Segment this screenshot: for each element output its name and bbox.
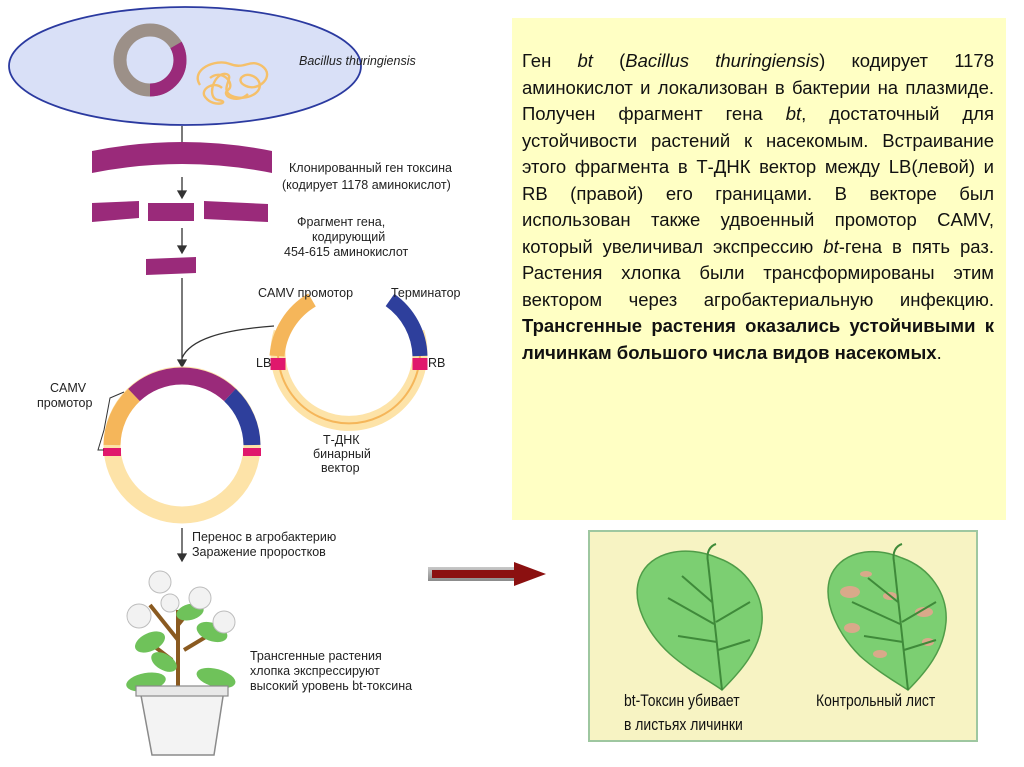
vector-backbone bbox=[270, 329, 428, 431]
plasmid-bt-insert bbox=[128, 367, 236, 402]
tdna-label-1: Т-ДНК bbox=[323, 433, 360, 447]
bt-leaf-label-2: в листьях личинки bbox=[624, 715, 743, 734]
control-leaf-label: Контрольный лист bbox=[816, 691, 936, 710]
terminator-label: Терминатор bbox=[391, 286, 461, 300]
tdna-label-2: бинарный bbox=[313, 447, 371, 461]
selected-fragment bbox=[146, 257, 196, 275]
chromosome bbox=[196, 61, 269, 105]
flower-pot bbox=[139, 689, 225, 756]
fragment-label-1: Фрагмент гена, bbox=[297, 215, 385, 229]
tdna-label-3: вектор bbox=[321, 461, 360, 475]
text-part: . bbox=[936, 341, 942, 363]
cotton-plant bbox=[126, 570, 236, 756]
control-leaf bbox=[827, 543, 947, 691]
bt-leaf-label-1: bt-Токсин убивает bbox=[624, 691, 740, 710]
transgenic-label-2: хлопка экспрессируют bbox=[250, 664, 380, 678]
bacterium-label: Bacillus thuringiensis bbox=[299, 54, 416, 68]
transfer-label-1: Перенос в агробактерию bbox=[192, 530, 336, 544]
cloned-gene-label-2: (кодирует 1178 аминокислот) bbox=[282, 178, 451, 192]
text-part: Ген bbox=[522, 50, 578, 71]
camv-promoter-segment bbox=[269, 293, 317, 357]
cotton-boll bbox=[148, 570, 172, 594]
plasmid-lb bbox=[103, 448, 121, 456]
text-italic: bt bbox=[577, 50, 593, 71]
description-textbox: Ген bt (Bacillus thuringiensis) кодирует… bbox=[512, 18, 1006, 520]
fragment-label-3: 454-615 аминокислот bbox=[284, 245, 409, 259]
text-italic: bt bbox=[823, 235, 839, 257]
plasmid-terminator-segment bbox=[223, 388, 261, 446]
damage-spots bbox=[840, 571, 934, 658]
plasmid-camv-segment bbox=[103, 388, 141, 446]
text-italic: bt bbox=[785, 103, 802, 124]
gene-fragments bbox=[92, 201, 268, 222]
leaf-comparison-panel: bt-Токсин убивает в листьях личинки Конт… bbox=[588, 530, 978, 742]
lb-label: LB bbox=[256, 356, 271, 370]
species-name: Bacillus thuringiensis bbox=[625, 50, 820, 71]
transgenic-label-1: Трансгенные растения bbox=[250, 649, 382, 663]
text-part: -гена в пять раз. Растения хлопка были т… bbox=[522, 235, 994, 310]
recombinant-plasmid bbox=[97, 366, 261, 524]
text-part: ( bbox=[592, 50, 626, 71]
rb-label: RB bbox=[428, 356, 445, 370]
plasmid-rb bbox=[243, 448, 261, 456]
t-dna-vector bbox=[269, 293, 428, 431]
transition-arrow bbox=[428, 562, 546, 586]
cloned-gene-label-1: Клонированный ген токсина bbox=[289, 161, 452, 175]
camv-promoter-top-label: CAMV промотор bbox=[258, 286, 353, 300]
transfer-label-2: Заражение проростков bbox=[192, 545, 326, 559]
terminator-segment bbox=[385, 293, 428, 357]
text-part: , достаточный для устойчивости растений … bbox=[522, 103, 994, 257]
fragment-label-2: кодирующий bbox=[312, 230, 385, 244]
conclusion-bold: Трансгенные растения оказались устойчивы… bbox=[522, 315, 994, 363]
leaves-figure bbox=[636, 543, 947, 691]
bacterium: Bacillus thuringiensis bbox=[8, 6, 416, 126]
bt-gene-arc bbox=[149, 59, 187, 97]
bt-leaf bbox=[636, 543, 763, 691]
transgenic-label-3: высокий уровень bt-токсина bbox=[250, 679, 412, 693]
camv-left-label-2: промотор bbox=[37, 396, 92, 410]
camv-left-label-1: CAMV bbox=[50, 381, 87, 395]
text-part: ) кодирует 1178 аминокислот и локализова… bbox=[522, 50, 994, 124]
cloned-gene-band bbox=[92, 142, 272, 173]
